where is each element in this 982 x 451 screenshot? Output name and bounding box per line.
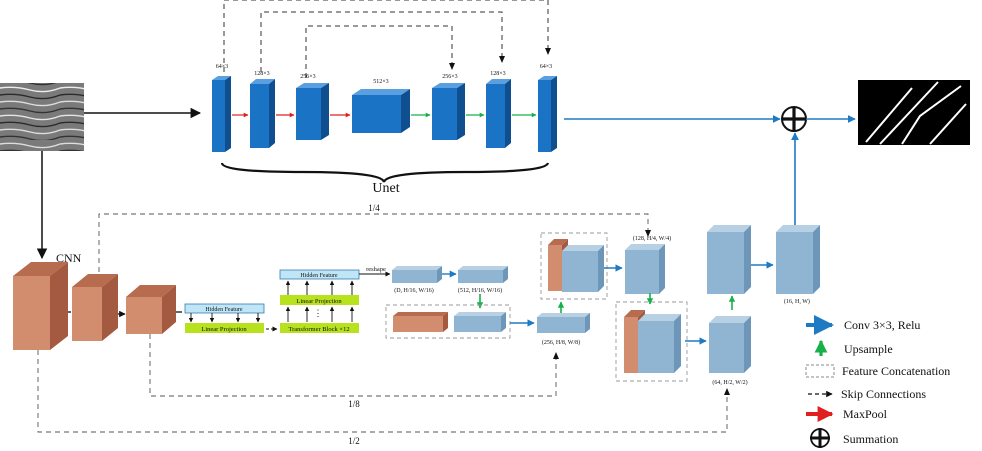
concat1-steel-block xyxy=(454,312,506,332)
concat-box-2 xyxy=(540,232,608,300)
skip-label-half: 1/2 xyxy=(348,436,360,446)
unet-block-6 xyxy=(486,79,511,148)
cnn-label: CNN xyxy=(56,251,82,265)
concat2-steel-block xyxy=(562,245,604,292)
unet-channel-label-1: 64×3 xyxy=(216,64,228,70)
legend-maxpool-label: MaxPool xyxy=(843,407,888,421)
legend-skip-label: Skip Connections xyxy=(841,387,926,401)
concat1-tan-block xyxy=(393,312,448,332)
skip-connection-eighth: 1/8 xyxy=(149,334,559,409)
decoder-block-upper xyxy=(707,225,751,294)
concat3-steel-block xyxy=(638,314,681,373)
linear-projection-label-2: Linear Projection xyxy=(296,298,342,305)
dim-label-d16: (D, H/16, W/16) xyxy=(394,287,434,294)
unet-skip-connections xyxy=(223,0,549,78)
concat-box-3 xyxy=(615,301,688,382)
summation-node xyxy=(781,106,807,132)
linear-projection-label-1: Linear Projection xyxy=(201,326,247,333)
unet-channel-label-5: 256×3 xyxy=(442,74,457,80)
cnn-block-2 xyxy=(72,274,118,341)
dim-label-c16: (16, H, W) xyxy=(784,298,810,305)
unet-channel-label-2: 128×3 xyxy=(254,71,269,77)
cnn-block-1 xyxy=(13,262,68,350)
transformer-input: Hidden Feature Linear Projection xyxy=(184,303,265,333)
transformer-stack: Hidden Feature Linear Projection ⋮ Trans… xyxy=(279,269,360,333)
legend: Conv 3×3, Relu Upsample Feature Concaten… xyxy=(805,315,950,448)
skip-connection-quarter: 1/4 xyxy=(98,203,651,272)
unet-channel-label-4: 512×3 xyxy=(373,79,388,85)
dim-label-c128: (128, H/4, W/4) xyxy=(633,235,671,242)
unet-brace xyxy=(220,162,550,183)
dim-label-c64: (64, H/2, W/2) xyxy=(712,379,747,386)
skip-connection-half: 1/2 xyxy=(37,350,730,446)
unet-label: Unet xyxy=(372,181,399,196)
legend-sum: Summation xyxy=(810,428,898,448)
skip-label-eighth: 1/8 xyxy=(348,399,360,409)
unet-block-4 xyxy=(352,89,410,133)
dim-label-c256: (256, H/8, W/8) xyxy=(542,339,580,346)
hidden-feature-label-2: Hidden Feature xyxy=(300,273,337,279)
unet-channel-label-6: 128×3 xyxy=(490,71,505,77)
legend-maxpool: MaxPool xyxy=(806,406,888,422)
unet-channel-label-3: 256×3 xyxy=(300,74,315,80)
unet-encoder-decoder xyxy=(212,76,557,152)
legend-sum-label: Summation xyxy=(843,432,898,446)
decoder-block-c16 xyxy=(776,225,820,294)
cnn-encoder xyxy=(13,262,176,350)
unet-channel-labels: 64×3 128×3 256×3 512×3 256×3 128×3 64×3 xyxy=(216,64,552,85)
unet-block-3 xyxy=(296,83,329,140)
input-seismic-image xyxy=(0,83,84,151)
svg-text:⋮: ⋮ xyxy=(314,308,323,318)
transformer-block-label: Transformer Block ×12 xyxy=(288,326,349,333)
concat-box-1 xyxy=(385,304,511,339)
cnn-block-3 xyxy=(126,285,176,334)
cnn-arrows xyxy=(68,310,182,318)
dim-label-c512: (512, H/16, W/16) xyxy=(458,287,502,294)
legend-conv: Conv 3×3, Relu xyxy=(806,315,920,335)
legend-upsample-label: Upsample xyxy=(844,342,893,356)
skip-label-quarter: 1/4 xyxy=(368,203,380,213)
unet-channel-label-7: 64×3 xyxy=(540,64,552,70)
output-fault-mask xyxy=(858,80,970,145)
decoder-block-c512 xyxy=(458,266,508,283)
unet-block-1 xyxy=(212,76,231,152)
decoder-block-c256 xyxy=(537,313,590,333)
unet-block-2 xyxy=(250,79,275,148)
legend-concat-label: Feature Concatenation xyxy=(842,364,950,378)
unet-block-7 xyxy=(538,76,557,152)
unet-block-5 xyxy=(432,83,465,140)
legend-skip: Skip Connections xyxy=(808,387,926,401)
legend-conv-label: Conv 3×3, Relu xyxy=(844,318,920,332)
decoder-block-c64 xyxy=(709,316,751,373)
hidden-feature-label-1: Hidden Feature xyxy=(205,307,242,313)
legend-concat: Feature Concatenation xyxy=(805,364,950,378)
reshape-label: reshape xyxy=(366,266,386,273)
decoder-block-d16 xyxy=(392,266,442,283)
decoder-block-c128 xyxy=(625,244,665,294)
legend-upsample: Upsample xyxy=(814,339,893,356)
